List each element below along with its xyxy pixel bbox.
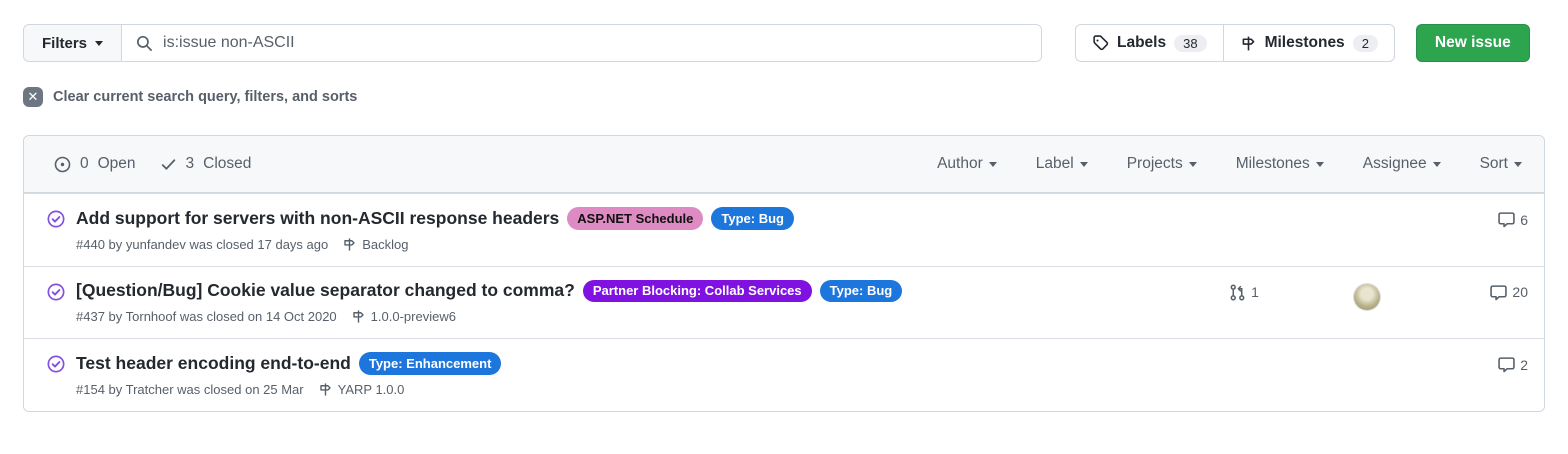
chevron-down-icon (1315, 161, 1324, 167)
closed-label: Closed (203, 155, 252, 172)
chevron-down-icon (988, 161, 997, 167)
assignee-dropdown[interactable]: Assignee (1363, 155, 1441, 173)
issues-toolbar: Filters Labels 38 (23, 24, 1545, 62)
labels-button[interactable]: Labels 38 (1076, 25, 1223, 61)
assignee-avatar[interactable] (1354, 283, 1380, 310)
new-issue-button[interactable]: New issue (1415, 24, 1530, 62)
comments-link[interactable]: 6 (1498, 211, 1528, 228)
search-group: Filters (23, 24, 1042, 62)
projects-dropdown[interactable]: Projects (1127, 155, 1197, 173)
milestone-icon (352, 310, 364, 323)
milestone-icon (344, 237, 355, 251)
open-count: 0 (80, 155, 89, 172)
issue-title-link[interactable]: Add support for servers with non-ASCII r… (76, 207, 560, 228)
milestone-icon (319, 383, 331, 396)
comment-count: 6 (1520, 211, 1528, 228)
comment-count: 20 (1512, 284, 1528, 301)
open-closed-states: 0 Open 3 Closed (54, 155, 251, 173)
milestones-dropdown[interactable]: Milestones (1236, 155, 1324, 173)
comment-icon (1498, 212, 1515, 228)
author-dropdown[interactable]: Author (937, 155, 997, 173)
open-issue-icon (54, 156, 71, 172)
open-label: Open (97, 155, 136, 172)
labels-milestones-group: Labels 38 Milestones 2 (1075, 24, 1395, 62)
comments-link[interactable]: 20 (1490, 284, 1528, 301)
milestones-count-badge: 2 (1352, 34, 1378, 52)
comment-count: 2 (1520, 356, 1528, 373)
filters-label: Filters (42, 34, 88, 52)
header-filter-dropdowns: Author Label Projects Milestones Assigne… (937, 155, 1522, 173)
issues-list-header: 0 Open 3 Closed Author Label Projects Mi… (24, 136, 1544, 193)
chevron-down-icon (1432, 161, 1441, 167)
check-icon (161, 158, 175, 170)
search-icon (136, 35, 152, 51)
milestone-link[interactable]: YARP 1.0.0 (318, 382, 404, 397)
issue-title-link[interactable]: Test header encoding end-to-end (76, 352, 351, 373)
issues-search-input[interactable] (163, 34, 1027, 52)
issues-page: Filters Labels 38 (23, 24, 1545, 412)
comments-link[interactable]: 2 (1498, 356, 1528, 373)
label-dropdown[interactable]: Label (1036, 155, 1088, 173)
open-issues-filter[interactable]: 0 Open (54, 155, 136, 173)
sort-dropdown[interactable]: Sort (1480, 155, 1522, 173)
pull-request-icon (1230, 284, 1245, 301)
issue-row: [Question/Bug] Cookie value separator ch… (24, 265, 1544, 339)
search-box (122, 25, 1041, 61)
issue-label[interactable]: Type: Bug (819, 279, 903, 303)
comment-icon (1490, 284, 1508, 300)
issue-label[interactable]: Partner Blocking: Collab Services (582, 279, 812, 303)
tag-icon (1093, 34, 1109, 50)
milestone-link[interactable]: Backlog (342, 237, 408, 252)
chevron-down-icon (1514, 161, 1522, 167)
labels-button-label: Labels (1117, 34, 1167, 51)
milestones-button-label: Milestones (1264, 34, 1345, 51)
chevron-down-icon (95, 40, 104, 46)
linked-pr-link[interactable]: 1 (1229, 284, 1259, 301)
milestones-button[interactable]: Milestones 2 (1222, 25, 1394, 61)
issue-title-link[interactable]: [Question/Bug] Cookie value separator ch… (76, 280, 575, 301)
toolbar-right: Labels 38 Milestones 2 New issue (1075, 24, 1530, 62)
issue-row: Add support for servers with non-ASCII r… (24, 193, 1544, 266)
closed-issue-icon (47, 355, 65, 397)
issue-label[interactable]: Type: Enhancement (358, 352, 502, 375)
clear-x-icon: ✕ (23, 87, 43, 107)
issue-meta-text: #440 by yunfandev was closed 17 days ago (76, 236, 329, 252)
issue-label[interactable]: Type: Bug (711, 207, 794, 230)
issue-row: Test header encoding end-to-end Type: En… (24, 338, 1544, 411)
closed-issue-icon (47, 210, 65, 252)
filters-dropdown-button[interactable]: Filters (24, 25, 123, 61)
chevron-down-icon (1188, 161, 1197, 167)
closed-count: 3 (185, 155, 195, 172)
issue-meta-text: #154 by Tratcher was closed on 25 Mar (76, 381, 304, 397)
issues-list-container: 0 Open 3 Closed Author Label Projects Mi… (23, 135, 1545, 412)
clear-search-label: Clear current search query, filters, and… (53, 89, 358, 105)
closed-issues-filter[interactable]: 3 Closed (160, 155, 252, 173)
issue-label[interactable]: ASP.NET Schedule (567, 207, 704, 230)
labels-count-badge: 38 (1174, 34, 1207, 52)
milestone-icon (1242, 36, 1254, 50)
closed-issue-icon (47, 283, 65, 325)
chevron-down-icon (1079, 161, 1088, 167)
milestone-link[interactable]: 1.0.0-preview6 (351, 309, 456, 324)
linked-pr-count: 1 (1251, 284, 1259, 301)
issue-meta-text: #437 by Tornhoof was closed on 14 Oct 20… (76, 309, 337, 325)
clear-search-link[interactable]: ✕ Clear current search query, filters, a… (23, 87, 1545, 107)
comment-icon (1498, 357, 1515, 373)
